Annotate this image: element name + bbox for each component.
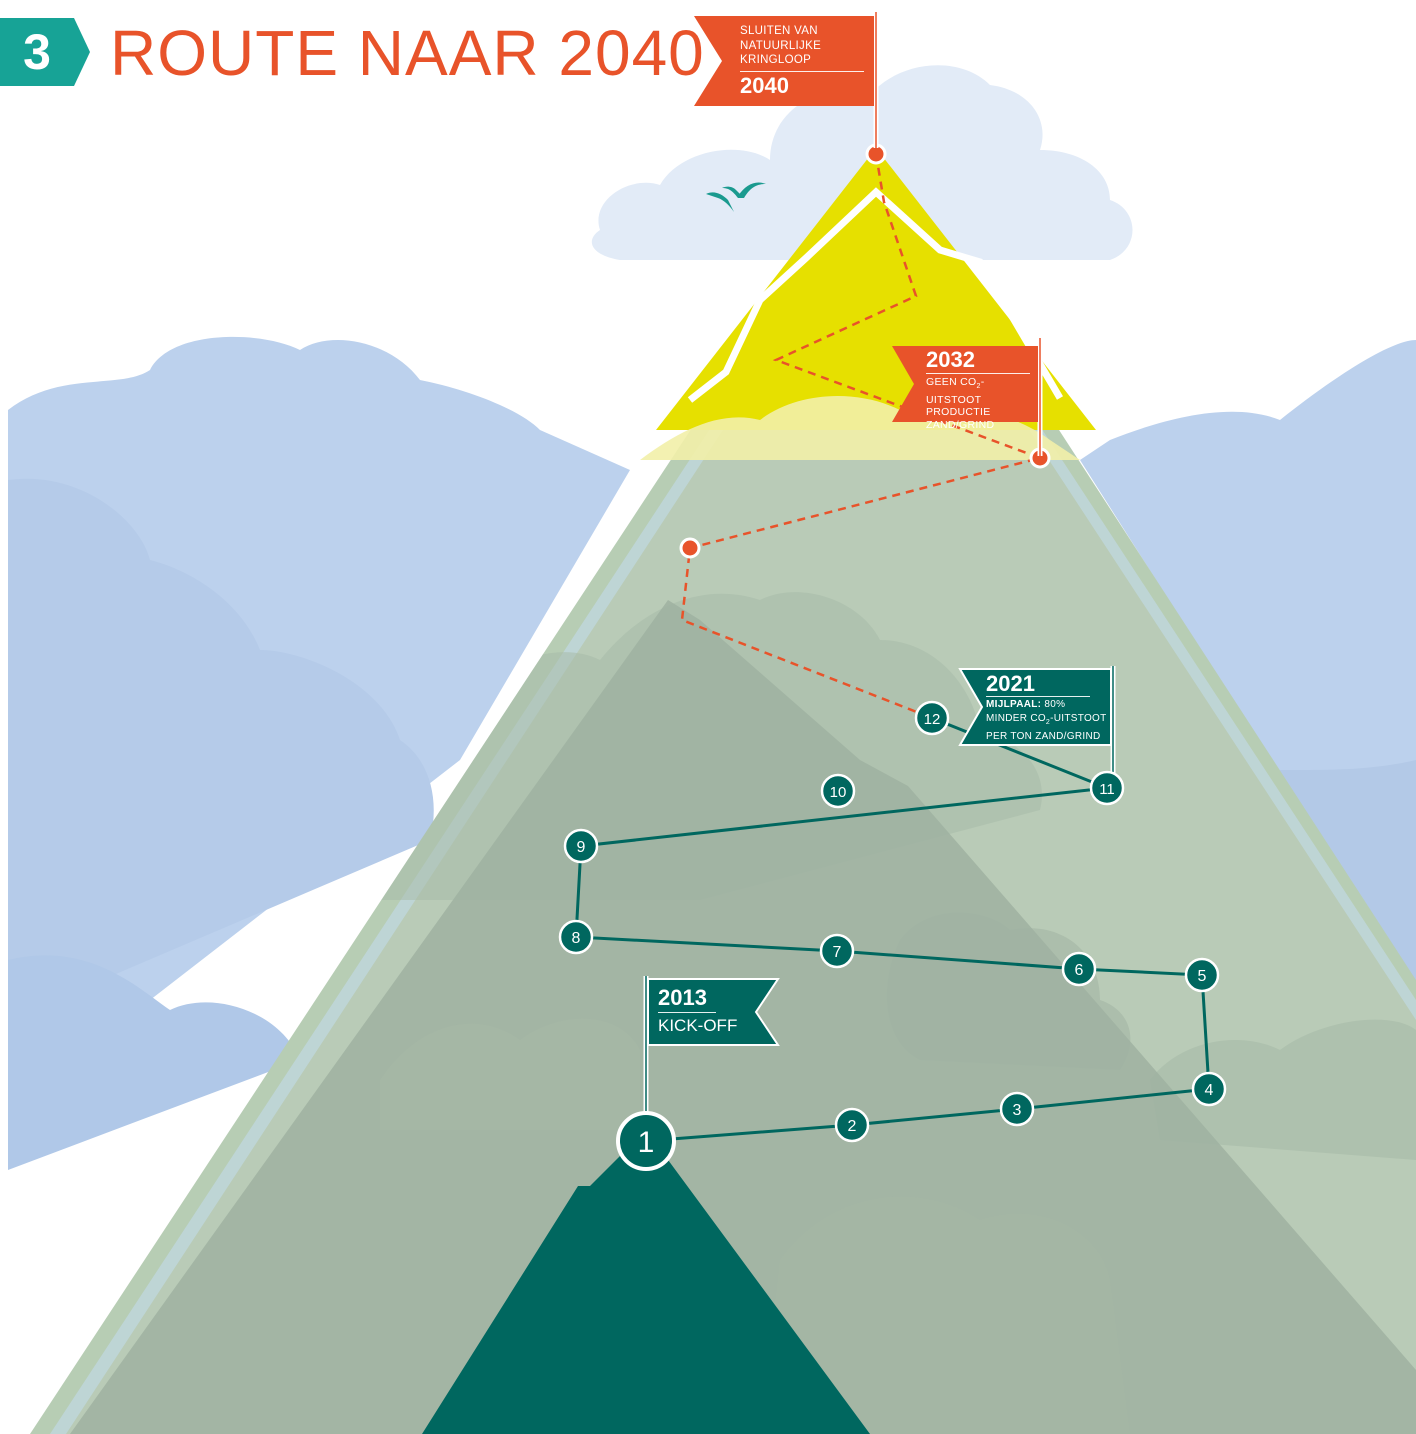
flag-2040-year: 2040 [740,72,789,98]
flag-2032-text: 2032 GEEN CO2-UITSTOOT PRODUCTIE ZAND/GR… [926,348,1038,431]
flag-2013-divider [658,1012,716,1013]
step-number-1: 1 [638,1126,655,1159]
step-number-5: 5 [1198,968,1207,985]
section-number-badge: 3 [0,18,90,86]
flag-2021-line3: PER TON ZAND/GRIND [986,731,1101,742]
flag-2021-milestone-value: 80% [1041,699,1066,710]
step-number-4: 4 [1205,1082,1214,1099]
milestone-dot-route [679,537,701,559]
flag-2032-line1-b: -UITSTOOT [926,376,985,406]
flag-2032-line1-sub: 2 [976,383,981,391]
flag-2040-text: SLUITEN VAN NATUURLIJKE KRINGLOOP 2040 [740,24,868,98]
step-number-3: 3 [1013,1102,1022,1119]
flag-2032-divider [926,373,1030,374]
step-number-11: 11 [1099,781,1115,798]
step-number-12: 12 [924,711,941,728]
step-marker-12: 12 [914,700,950,736]
flag-2032-line1: GEEN CO2-UITSTOOT [926,376,1038,406]
flag-2021-line2-a: MINDER CO [986,713,1046,724]
flag-2013-label: KICK-OFF [658,1016,738,1035]
seagull-icon [706,182,766,212]
step-number-9: 9 [577,839,586,856]
step-marker-4: 4 [1191,1071,1227,1107]
step-marker-5: 5 [1184,957,1220,993]
step-marker-8: 8 [558,919,594,955]
flag-2040 [694,12,879,148]
step-marker-1: 1 [616,1111,676,1171]
flag-2021-divider [986,696,1090,697]
flag-2032-line2: PRODUCTIE [926,406,991,419]
flag-2013-year: 2013 [658,985,707,1010]
flag-2021 [958,666,1116,778]
flag-2040-line2: NATUURLIJKE [740,39,822,52]
flag-2013-text: 2013 KICK-OFF [658,986,758,1036]
step-marker-11: 11 [1089,770,1125,806]
step-number-2: 2 [848,1118,857,1135]
flag-2021-line2-sub: 2 [1045,719,1051,726]
flag-2021-line2-b: -UITSTOOT [1050,713,1107,724]
step-number-6: 6 [1075,962,1084,979]
flag-2021-line1: MIJLPAAL: 80% [986,698,1110,712]
step-number-10: 10 [830,784,847,801]
page-title: ROUTE NAAR 2040 [110,17,705,89]
flag-2032-year: 2032 [926,347,975,372]
step-marker-9: 9 [563,828,599,864]
summit-clouds [591,65,1133,260]
flag-2040-divider [740,70,864,72]
step-marker-7: 7 [819,933,855,969]
flag-2021-text: 2021 MIJLPAAL: 80% MINDER CO2-UITSTOOT P… [986,672,1110,744]
flag-2021-year: 2021 [986,671,1035,696]
step-marker-6: 6 [1061,951,1097,987]
flag-2040-line3: KRINGLOOP [740,54,812,66]
flag-2032 [892,338,1043,456]
step-marker-3: 3 [999,1091,1035,1127]
step-number-8: 8 [572,930,581,947]
step-marker-10: 10 [820,773,856,809]
step-marker-2: 2 [834,1107,870,1143]
flag-2021-line2: MINDER CO2-UITSTOOT [986,712,1110,730]
flag-2032-line3: ZAND/GRIND [926,418,995,431]
base-mountain [422,1130,870,1434]
flag-2032-line1-a: GEEN CO [926,376,977,388]
section-number: 3 [23,24,51,80]
flag-2021-milestone-label: MIJLPAAL: [986,699,1042,710]
step-number-7: 7 [833,944,842,961]
flag-2040-line1: SLUITEN VAN [740,25,818,37]
